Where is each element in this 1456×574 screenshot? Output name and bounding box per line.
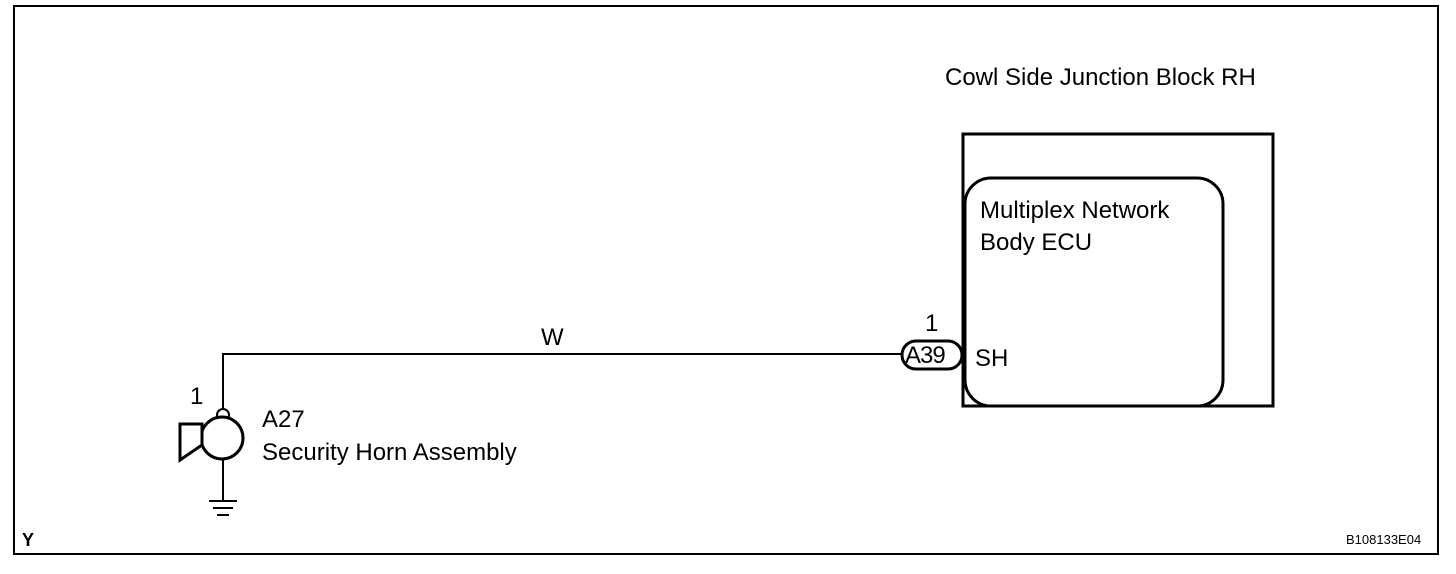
wire-color-label: W	[541, 324, 564, 351]
wire-w	[222, 353, 902, 408]
connector-a39-pin: 1	[925, 310, 939, 337]
ground-icon	[209, 459, 237, 516]
ecu-name-line2: Body ECU	[980, 229, 1093, 256]
footer-letter: Y	[22, 530, 35, 550]
junction-block-title: Cowl Side Junction Block RH	[945, 64, 1256, 91]
ecu-name-line1: Multiplex Network	[980, 197, 1170, 224]
junction-block-box	[961, 132, 1275, 408]
diagram-frame	[13, 5, 1439, 555]
ecu-pin-name: SH	[975, 345, 1009, 372]
connector-a39-pill	[900, 339, 964, 371]
connector-a39-code: A39	[905, 342, 946, 369]
horn-code: A27	[262, 406, 305, 433]
horn-pin: 1	[190, 383, 204, 410]
horn-icon	[178, 415, 245, 463]
figure-id: B108133E04	[1346, 532, 1422, 547]
ecu-box	[963, 176, 1225, 408]
horn-name: Security Horn Assembly	[262, 439, 517, 466]
